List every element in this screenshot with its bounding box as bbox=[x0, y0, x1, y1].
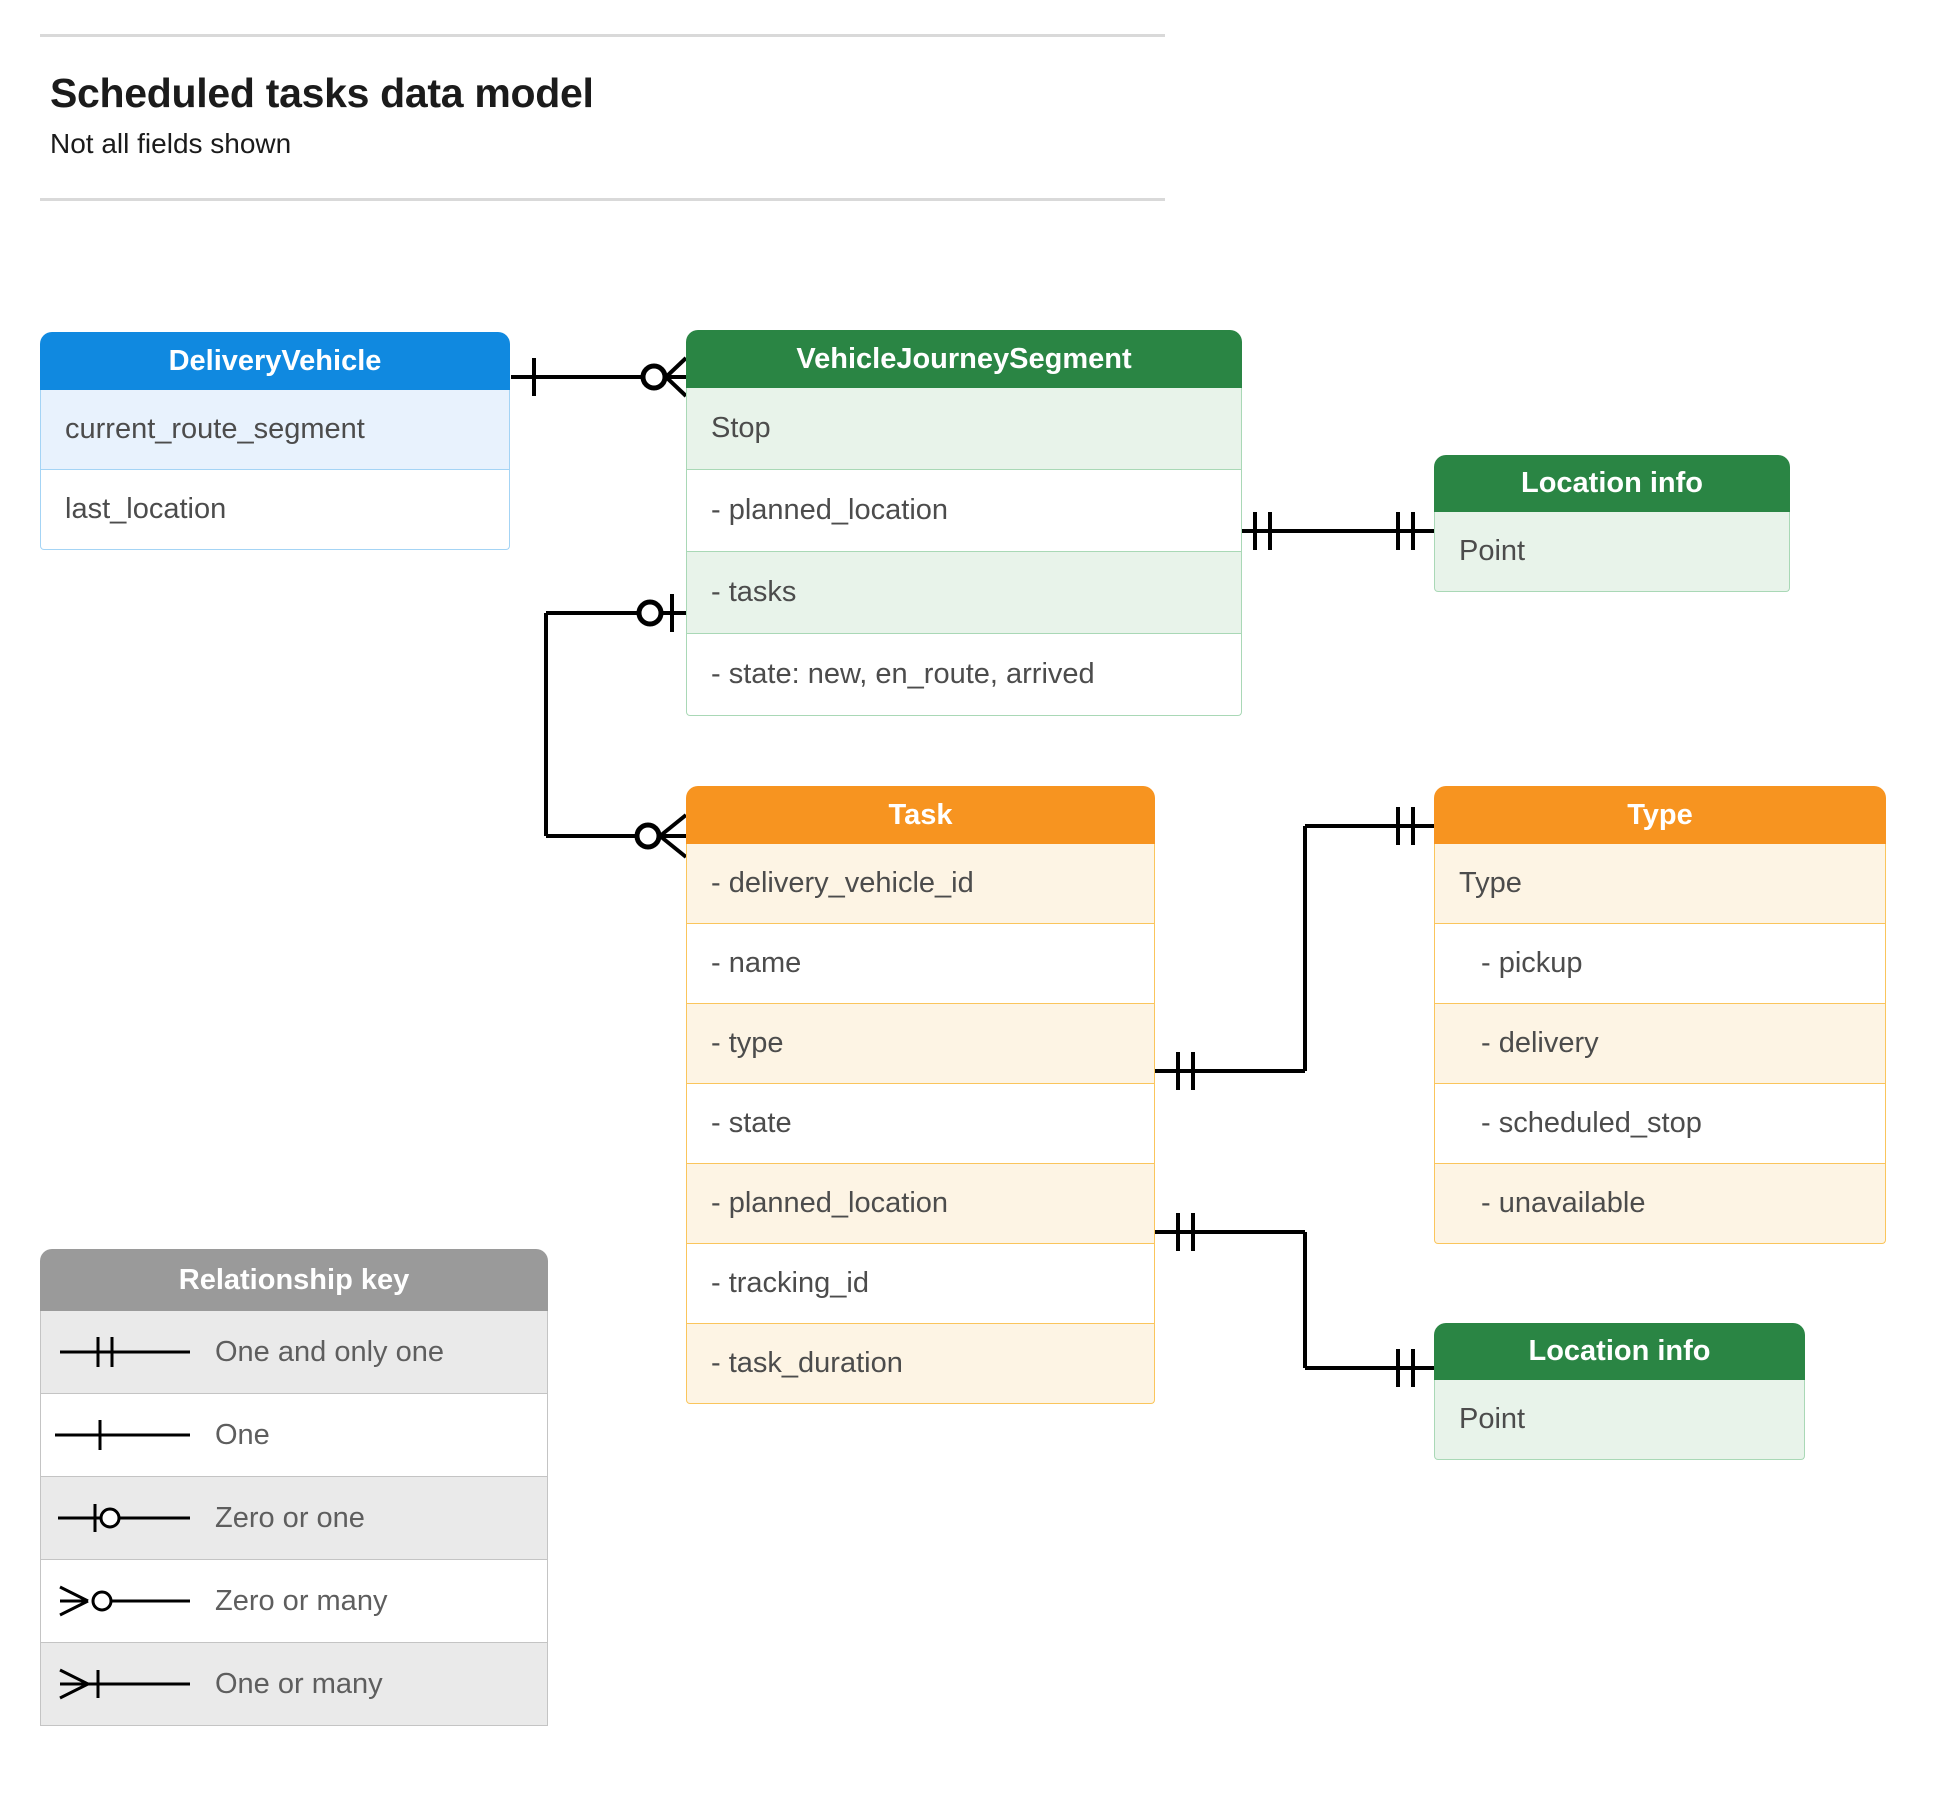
entity-location-info-top[interactable]: Location info Point bbox=[1434, 455, 1790, 592]
relationship-key-panel: Relationship key One and only one bbox=[40, 1249, 548, 1726]
entity-location-info-bottom-title: Location info bbox=[1434, 1323, 1805, 1380]
legend-label-one-or-many: One or many bbox=[215, 1667, 383, 1700]
entity-task-row-tracking-id: - tracking_id bbox=[686, 1244, 1155, 1324]
entity-vehicle-journey-segment-title: VehicleJourneySegment bbox=[686, 330, 1242, 388]
entity-type-row-type: Type bbox=[1434, 844, 1886, 924]
entity-task-row-name: - name bbox=[686, 924, 1155, 1004]
entity-vehicle-journey-segment-row-state: - state: new, en_route, arrived bbox=[686, 634, 1242, 716]
entity-type[interactable]: Type Type - pickup - delivery - schedule… bbox=[1434, 786, 1886, 1244]
entity-vehicle-journey-segment[interactable]: VehicleJourneySegment Stop - planned_loc… bbox=[686, 330, 1242, 716]
entity-location-info-bottom-row-point: Point bbox=[1434, 1380, 1805, 1460]
relationship-key-title: Relationship key bbox=[40, 1249, 548, 1311]
entity-type-row-unavailable: - unavailable bbox=[1434, 1164, 1886, 1244]
zero-or-one-symbol-icon bbox=[41, 1498, 209, 1538]
legend-row-zero-or-many: Zero or many bbox=[40, 1560, 548, 1643]
entity-vehicle-journey-segment-row-stop: Stop bbox=[686, 388, 1242, 470]
entity-location-info-top-row-point: Point bbox=[1434, 512, 1790, 592]
one-or-many-symbol-icon bbox=[41, 1664, 209, 1704]
page-title: Scheduled tasks data model bbox=[50, 70, 594, 116]
legend-label-one: One bbox=[215, 1418, 270, 1451]
entity-task-row-delivery-vehicle-id: - delivery_vehicle_id bbox=[686, 844, 1155, 924]
entity-task-row-state: - state bbox=[686, 1084, 1155, 1164]
entity-task-row-type: - type bbox=[686, 1004, 1155, 1084]
entity-task[interactable]: Task - delivery_vehicle_id - name - type… bbox=[686, 786, 1155, 1404]
entity-vehicle-journey-segment-row-tasks: - tasks bbox=[686, 552, 1242, 634]
entity-type-row-pickup: - pickup bbox=[1434, 924, 1886, 1004]
entity-location-info-bottom[interactable]: Location info Point bbox=[1434, 1323, 1805, 1460]
legend-row-zero-or-one: Zero or one bbox=[40, 1477, 548, 1560]
entity-delivery-vehicle[interactable]: DeliveryVehicle current_route_segment la… bbox=[40, 332, 510, 550]
legend-label-one-and-only-one: One and only one bbox=[215, 1335, 444, 1368]
header-divider-top bbox=[40, 34, 1165, 37]
entity-delivery-vehicle-row-1: last_location bbox=[40, 470, 510, 550]
legend-row-one-or-many: One or many bbox=[40, 1643, 548, 1726]
legend-label-zero-or-one: Zero or one bbox=[215, 1501, 365, 1534]
entity-task-row-task-duration: - task_duration bbox=[686, 1324, 1155, 1404]
entity-type-title: Type bbox=[1434, 786, 1886, 844]
entity-task-row-planned-location: - planned_location bbox=[686, 1164, 1155, 1244]
entity-location-info-top-title: Location info bbox=[1434, 455, 1790, 512]
entity-delivery-vehicle-row-0: current_route_segment bbox=[40, 390, 510, 470]
zero-or-many-symbol-icon bbox=[41, 1581, 209, 1621]
legend-row-one-and-only-one: One and only one bbox=[40, 1311, 548, 1394]
entity-task-title: Task bbox=[686, 786, 1155, 844]
entity-vehicle-journey-segment-row-planned-location: - planned_location bbox=[686, 470, 1242, 552]
page-subtitle: Not all fields shown bbox=[50, 128, 292, 159]
header-divider-bottom bbox=[40, 198, 1165, 201]
entity-type-row-scheduled-stop: - scheduled_stop bbox=[1434, 1084, 1886, 1164]
entity-type-row-delivery: - delivery bbox=[1434, 1004, 1886, 1084]
entity-delivery-vehicle-title: DeliveryVehicle bbox=[40, 332, 510, 390]
one-and-only-one-symbol-icon bbox=[41, 1332, 209, 1372]
legend-row-one: One bbox=[40, 1394, 548, 1477]
one-symbol-icon bbox=[41, 1415, 209, 1455]
legend-label-zero-or-many: Zero or many bbox=[215, 1584, 388, 1617]
